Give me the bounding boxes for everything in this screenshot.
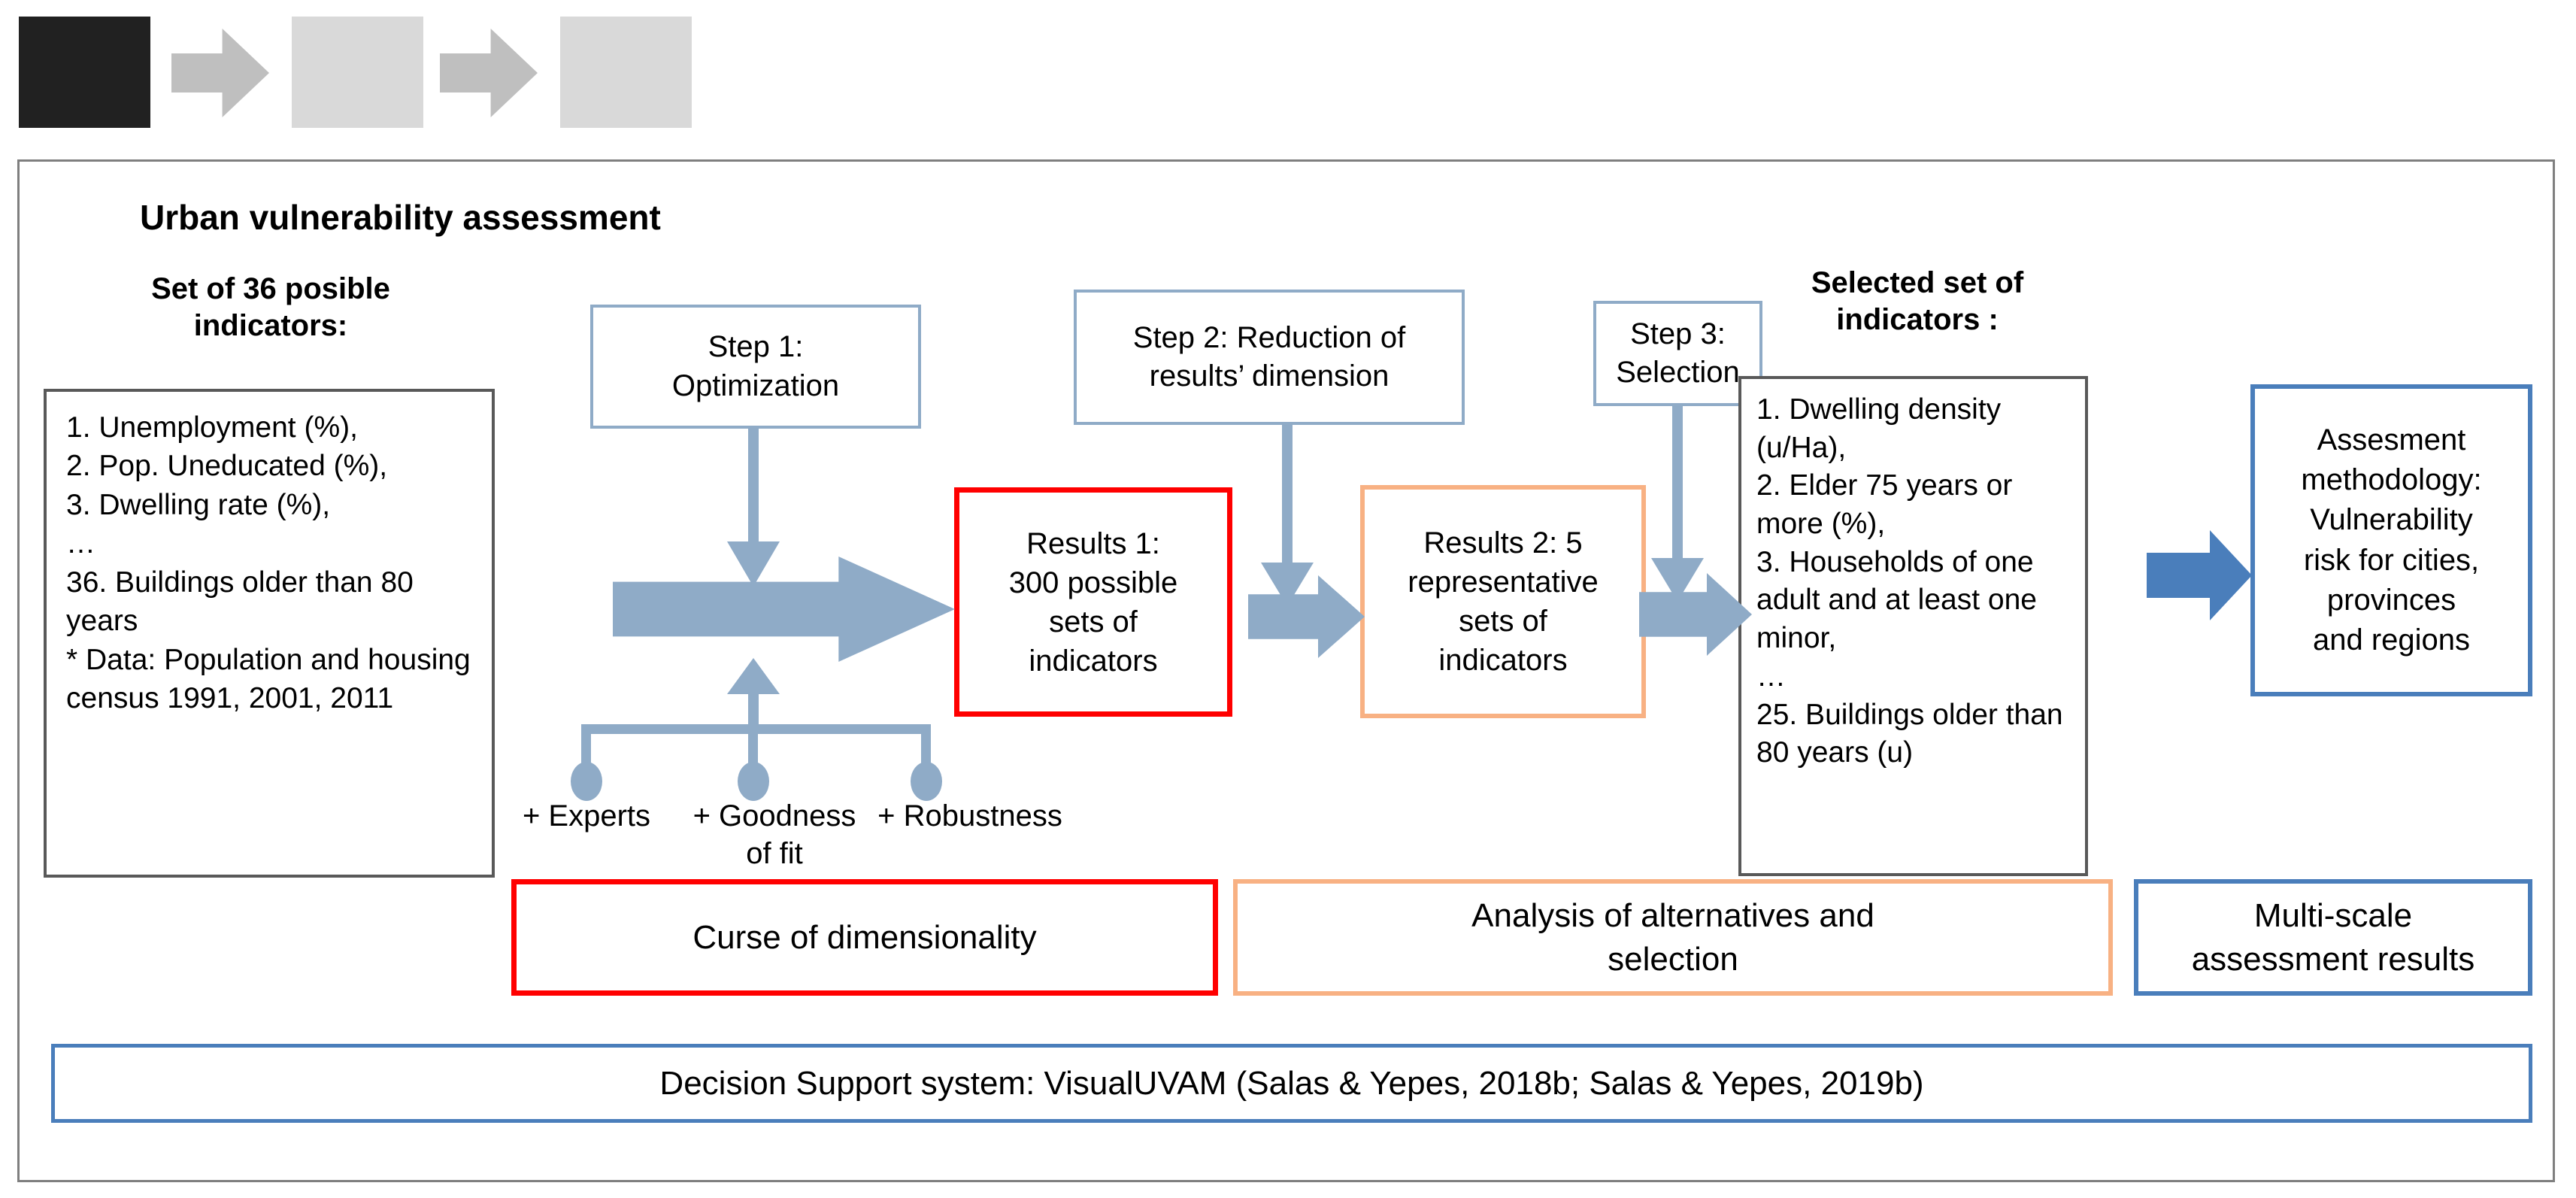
- criteria-robustness-label: + Robustness: [877, 799, 1062, 833]
- analysis-of-alternatives-box: Analysis of alternatives and selection: [1233, 879, 2113, 996]
- selected-indicators-box: 1. Dwelling density (u/Ha), 2. Elder 75 …: [1738, 376, 2088, 876]
- deco-dark-block: [19, 17, 150, 128]
- step-3-label: Step 3: Selection: [1616, 317, 1740, 389]
- results-1-box[interactable]: Results 1: 300 possible sets of indicato…: [954, 487, 1232, 717]
- step-3-selection-box[interactable]: Step 3: Selection: [1593, 301, 1762, 406]
- criteria-node-icon: [571, 762, 602, 801]
- decision-support-system-label: Decision Support system: VisualUVAM (Sal…: [659, 1064, 1924, 1102]
- analysis-of-alternatives-label: Analysis of alternatives and selection: [1471, 897, 1874, 978]
- curse-of-dimensionality-box: Curse of dimensionality: [511, 879, 1218, 996]
- multi-scale-assessment-box: Multi-scale assessment results: [2134, 879, 2532, 996]
- multi-scale-assessment-label: Multi-scale assessment results: [2191, 897, 2475, 978]
- set-of-36-indicators-heading: Set of 36 posible indicators:: [151, 272, 390, 342]
- decorative-header-strip: [0, 0, 752, 150]
- possible-indicators-text: 1. Unemployment (%), 2. Pop. Uneducated …: [66, 411, 471, 715]
- step-1-connector-line: [748, 429, 759, 549]
- criteria-node-icon: [738, 762, 769, 801]
- criteria-node-icon: [911, 762, 942, 801]
- step-3-connector-line: [1672, 406, 1683, 568]
- step-2-label: Step 2: Reduction of results’ dimension: [1132, 320, 1406, 393]
- step-1-label: Step 1: Optimization: [671, 330, 840, 402]
- decision-support-system-box: Decision Support system: VisualUVAM (Sal…: [51, 1044, 2532, 1123]
- results-2-label: Results 2: 5 representative sets of indi…: [1408, 526, 1599, 677]
- selected-indicators-text: 1. Dwelling density (u/Ha), 2. Elder 75 …: [1756, 393, 2063, 769]
- deco-arrow-right-icon: [171, 29, 269, 117]
- step-2-reduction-box[interactable]: Step 2: Reduction of results’ dimension: [1074, 290, 1465, 425]
- criteria-goodness-of-fit-label: + Goodness of fit: [692, 799, 856, 870]
- criteria-experts-label: + Experts: [522, 799, 651, 833]
- criteria-bracket-line: [581, 724, 931, 734]
- assessment-methodology-box[interactable]: Assesment methodology: Vulnerability ris…: [2250, 384, 2532, 696]
- results-2-box[interactable]: Results 2: 5 representative sets of indi…: [1360, 485, 1646, 718]
- step-1-optimization-box[interactable]: Step 1: Optimization: [590, 305, 921, 429]
- step-2-connector-line: [1282, 425, 1293, 572]
- deco-light-block-2: [560, 17, 692, 128]
- deco-arrow-right-icon: [440, 29, 538, 117]
- results-1-label: Results 1: 300 possible sets of indicato…: [1008, 526, 1178, 678]
- deco-light-block-1: [292, 17, 423, 128]
- page-title: Urban vulnerability assessment: [140, 198, 661, 237]
- selected-set-of-indicators-heading: Selected set of indicators :: [1811, 266, 2024, 336]
- possible-indicators-box: 1. Unemployment (%), 2. Pop. Uneducated …: [44, 389, 495, 878]
- curse-of-dimensionality-label: Curse of dimensionality: [692, 918, 1037, 956]
- assessment-methodology-label: Assesment methodology: Vulnerability ris…: [2301, 423, 2482, 657]
